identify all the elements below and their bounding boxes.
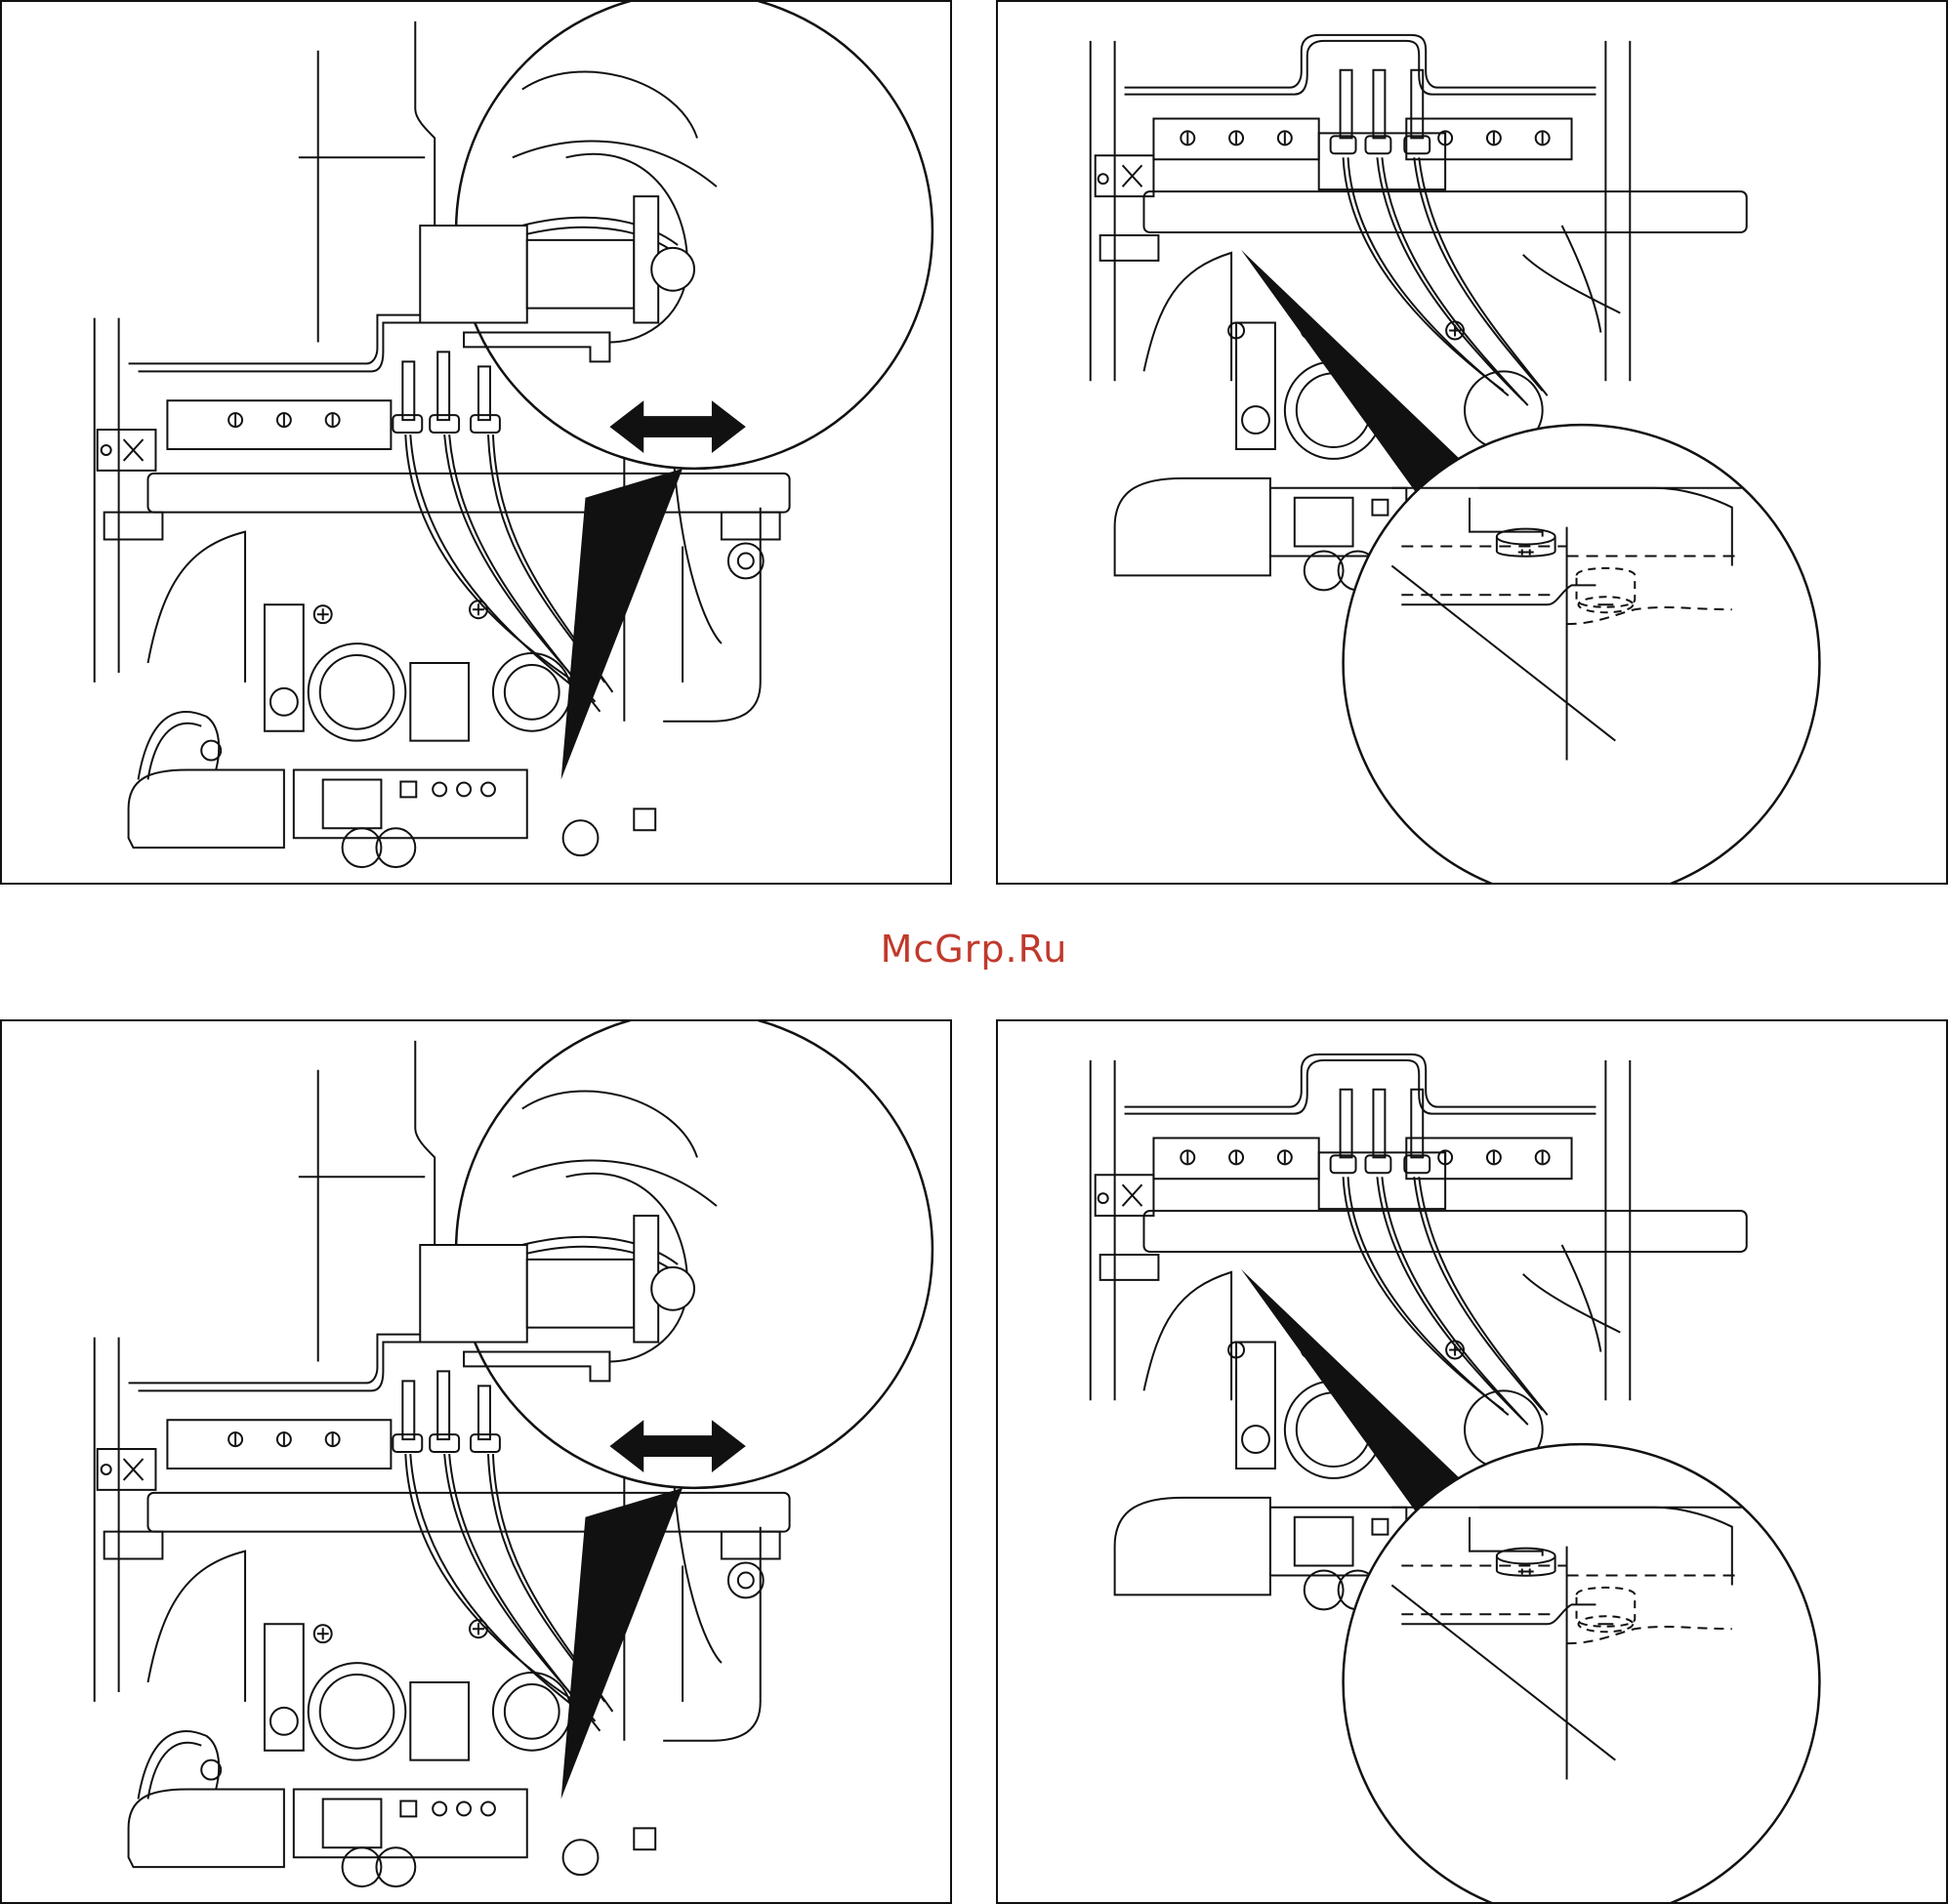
watermark-text: McGrp.Ru: [0, 928, 1948, 971]
callout-pointer: [561, 1488, 683, 1800]
diagram-panel-step-4: [996, 1019, 1948, 1904]
diagram-panel-step-1: [0, 0, 952, 885]
illustration-step-2: [998, 2, 1946, 883]
diagram-panel-step-3: [0, 1019, 952, 1904]
diagram-panel-step-2: [996, 0, 1948, 885]
illustration-step-1: [2, 2, 950, 883]
illustration-step-3: [2, 1021, 950, 1902]
callout-pointer: [561, 469, 683, 780]
magnifier-circle: [1344, 425, 1820, 883]
illustration-step-4: [998, 1021, 1946, 1902]
magnifier-circle: [1344, 1444, 1820, 1902]
